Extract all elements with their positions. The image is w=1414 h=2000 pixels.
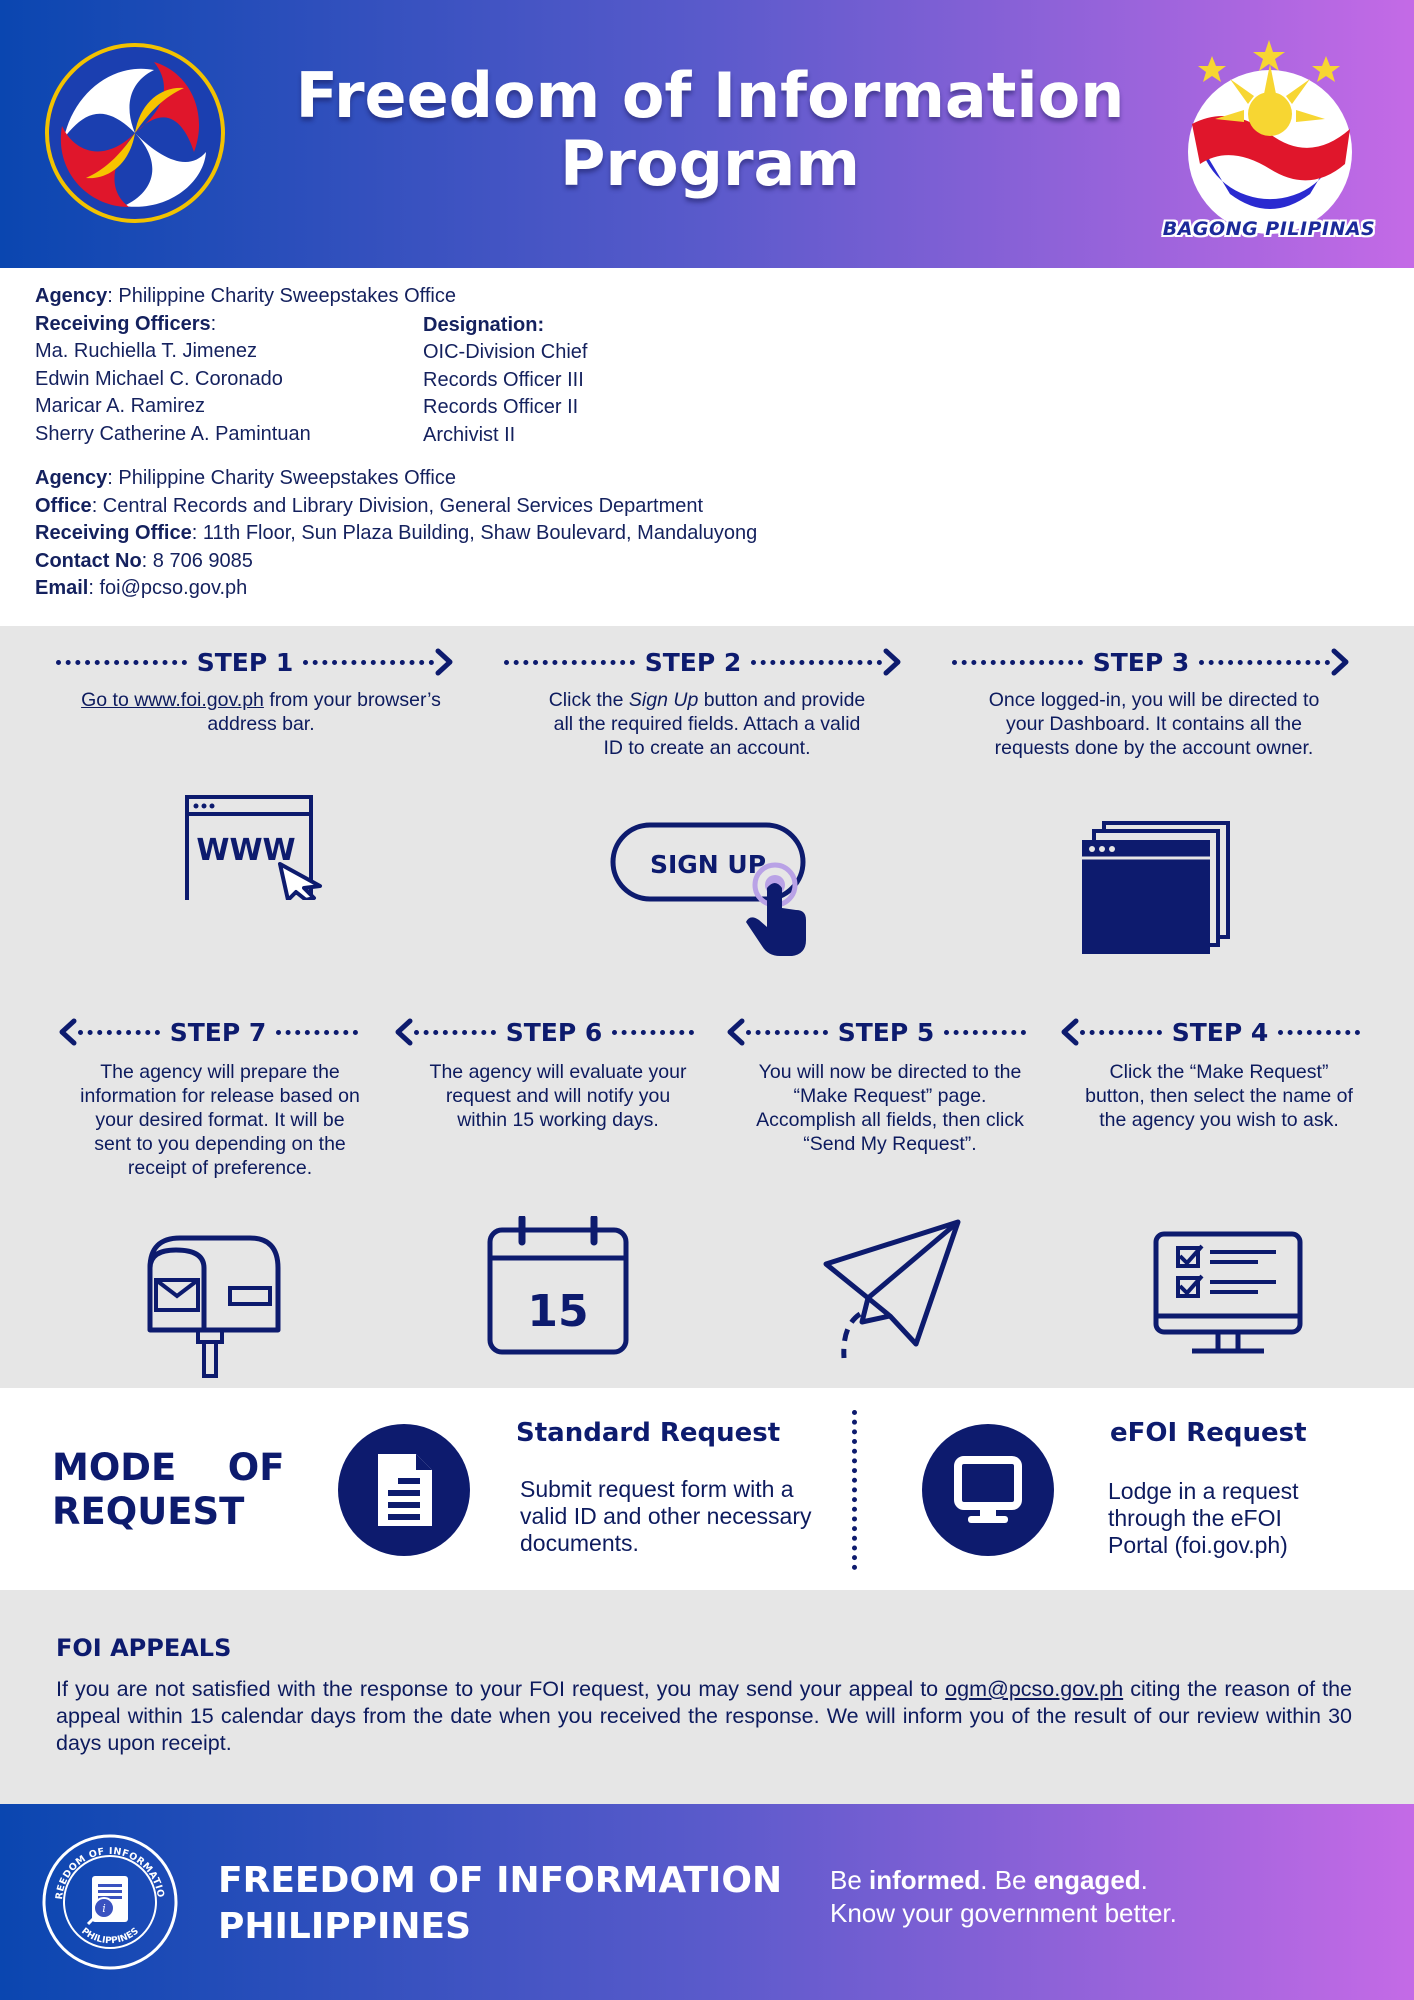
office-line: Office: Central Records and Library Divi… xyxy=(35,494,704,517)
mode-of-request-section: MODE OF REQUEST Standard Request Submit … xyxy=(0,1388,1414,1590)
monitor-icon xyxy=(954,1456,1022,1523)
officers-table: Receiving Officers: Ma. Ruchiella T. Jim… xyxy=(35,311,1375,450)
step-6-description: The agency will evaluate your request an… xyxy=(429,1061,687,1131)
steps-panel: STEP 1 Go to www.foi.gov.ph from your br… xyxy=(0,626,1414,1388)
receiving-office-line: Receiving Office: 11th Floor, Sun Plaza … xyxy=(35,522,758,544)
bagong-pilipinas-text: BAGONG PILIPINAS xyxy=(1162,218,1376,240)
officer-name: Ma. Ruchiella T. Jimenez xyxy=(35,340,257,362)
foi-seal-icon: FREEDOM OF INFORMATION PHILIPPINES i xyxy=(40,1832,178,1970)
sign-up-button-icon: SIGN UP xyxy=(610,822,806,956)
step-5-description: You will now be directed to the “Make Re… xyxy=(756,1061,1024,1155)
page-title: Freedom of Information Program xyxy=(260,62,1160,198)
arrow-left-icon xyxy=(59,1018,77,1046)
step-2-header: STEP 2 xyxy=(504,642,904,682)
officer-designation: Archivist II xyxy=(423,423,516,446)
footer-title: FREEDOM OF INFORMATION PHILIPPINES xyxy=(218,1860,783,1947)
appeal-email-link[interactable]: ogm@pcso.gov.ph xyxy=(945,1677,1124,1701)
document-icon xyxy=(378,1454,432,1526)
calendar-icon: 15 xyxy=(487,1216,629,1355)
agency-line-2: Agency: Philippine Charity Sweepstakes O… xyxy=(35,467,456,489)
svg-text:WWW: WWW xyxy=(196,833,295,868)
arrow-right-icon xyxy=(1331,648,1349,676)
footer-banner: FREEDOM OF INFORMATION PHILIPPINES i FRE… xyxy=(0,1804,1414,2000)
step-4-label: STEP 4 xyxy=(1171,1017,1269,1047)
step-4-description: Click the “Make Request” button, then se… xyxy=(1085,1061,1353,1131)
svg-text:i: i xyxy=(102,1902,106,1915)
step-2-label: STEP 2 xyxy=(644,647,742,677)
paper-plane-icon xyxy=(823,1219,961,1359)
email-line: Email: foi@pcso.gov.ph xyxy=(35,577,248,599)
step-6-label: STEP 6 xyxy=(505,1017,603,1047)
step-6-header: STEP 6 xyxy=(392,1012,694,1052)
officer-designation: Records Officer III xyxy=(423,368,584,391)
www-browser-icon: WWW xyxy=(185,795,322,900)
section-divider xyxy=(852,1410,857,1570)
step-1-label: STEP 1 xyxy=(196,647,294,677)
arrow-right-icon xyxy=(435,648,453,676)
step-5-header: STEP 5 xyxy=(724,1012,1026,1052)
stacked-windows-icon xyxy=(1082,821,1230,954)
step-3-label: STEP 3 xyxy=(1092,647,1190,677)
step-3-description: Once logged-in, you will be directed to … xyxy=(988,689,1320,759)
officer-name: Maricar A. Ramirez xyxy=(35,395,206,417)
arrow-left-icon xyxy=(1061,1018,1079,1046)
efoi-request-description: Lodge in a request through the eFOI Port… xyxy=(1108,1478,1299,1558)
foi-website-link[interactable]: Go to www.foi.gov.ph xyxy=(81,689,264,711)
standard-request-icon-circle xyxy=(338,1424,470,1556)
efoi-request-icon-circle xyxy=(922,1424,1054,1556)
foi-appeals-text: If you are not satisfied with the respon… xyxy=(56,1677,1352,1755)
bagong-pilipinas-logo-icon xyxy=(1188,40,1352,234)
header-banner: Freedom of Information Program BAGONG PI… xyxy=(0,0,1414,268)
contact-number-line: Contact No: 8 706 9085 xyxy=(35,549,253,572)
standard-request-title: Standard Request xyxy=(516,1418,781,1448)
contact-info: Agency: Philippine Charity Sweepstakes O… xyxy=(35,283,1375,603)
step-7-label: STEP 7 xyxy=(169,1017,267,1047)
arrow-right-icon xyxy=(883,648,901,676)
officers-names: Receiving Officers: Ma. Ruchiella T. Jim… xyxy=(35,311,423,450)
footer-tagline: Be informed. Be engaged. Know your gover… xyxy=(830,1865,1177,1928)
step-2-description: Click the Sign Up button and provide all… xyxy=(548,689,866,759)
standard-request-description: Submit request form with a valid ID and … xyxy=(520,1476,812,1556)
agency-line: Agency: Philippine Charity Sweepstakes O… xyxy=(35,285,456,307)
foi-appeals-section: FOI APPEALS If you are not satisfied wit… xyxy=(0,1590,1414,1804)
arrow-left-icon xyxy=(395,1018,413,1046)
svg-text:15: 15 xyxy=(527,1286,588,1337)
step-5-label: STEP 5 xyxy=(837,1017,935,1047)
step-4-header: STEP 4 xyxy=(1058,1012,1360,1052)
arrow-left-icon xyxy=(727,1018,745,1046)
step-1-description: Go to www.foi.gov.ph from your browser’s… xyxy=(81,689,441,735)
pcso-logo-icon xyxy=(45,43,225,223)
step-1-header: STEP 1 xyxy=(56,642,456,682)
title-line-2: Program xyxy=(559,127,860,200)
officer-name: Sherry Catherine A. Pamintuan xyxy=(35,422,311,445)
title-line-1: Freedom of Information xyxy=(295,59,1125,132)
officer-name: Edwin Michael C. Coronado xyxy=(35,367,283,390)
step-3-header: STEP 3 xyxy=(952,642,1352,682)
mode-of-request-title: MODE OF REQUEST xyxy=(52,1446,285,1533)
officers-designations: Designation: OIC-Division Chief Records … xyxy=(423,311,823,450)
officer-designation: Records Officer II xyxy=(423,396,579,418)
foi-appeals-title: FOI APPEALS xyxy=(56,1634,232,1662)
efoi-request-title: eFOI Request xyxy=(1110,1418,1307,1448)
mailbox-icon xyxy=(147,1235,281,1378)
step-7-header: STEP 7 xyxy=(56,1012,358,1052)
checklist-monitor-icon xyxy=(1153,1231,1303,1354)
step-7-description: The agency will prepare the information … xyxy=(80,1061,360,1179)
officer-designation: OIC-Division Chief xyxy=(423,341,588,363)
svg-text:SIGN UP: SIGN UP xyxy=(650,850,766,879)
